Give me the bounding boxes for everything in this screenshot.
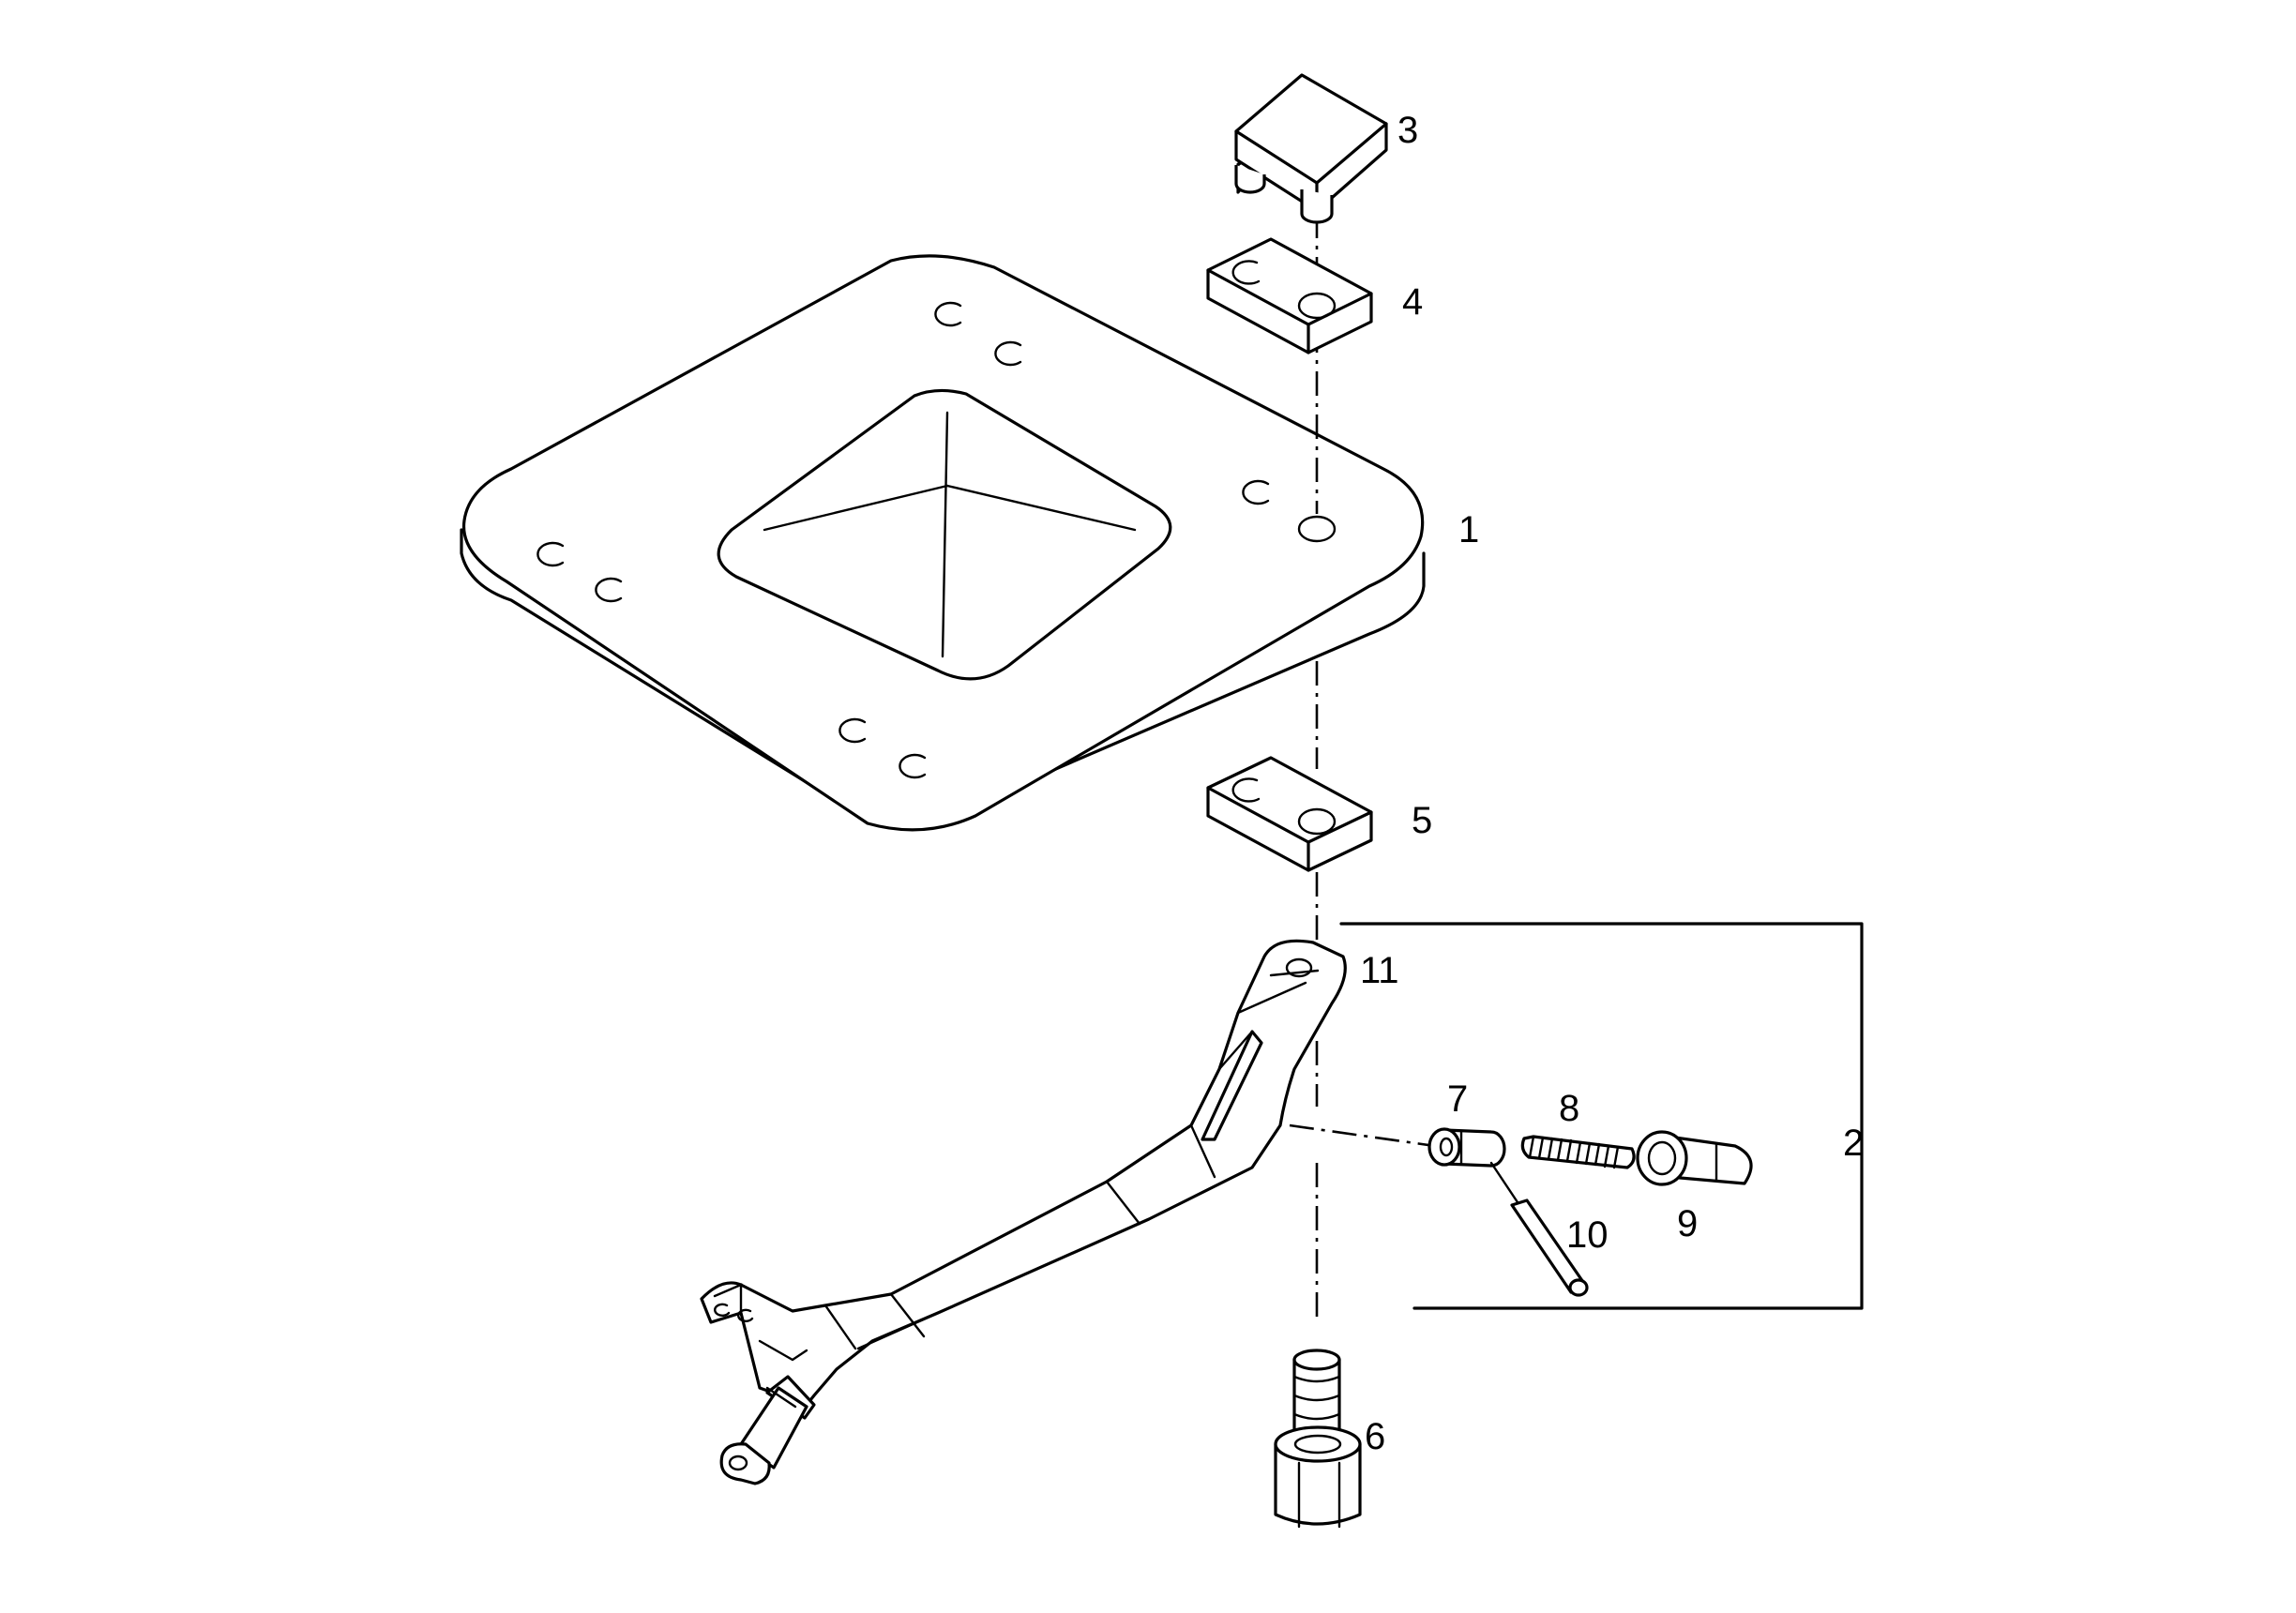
callout-11: 11 bbox=[1360, 950, 1399, 991]
callout-7: 7 bbox=[1447, 1078, 1468, 1120]
callout-6: 6 bbox=[1365, 1416, 1385, 1457]
callout-3: 3 bbox=[1397, 110, 1418, 151]
plate-holes bbox=[536, 301, 1337, 779]
assembly-axis-lines bbox=[1289, 214, 1436, 1322]
callout-9: 9 bbox=[1677, 1203, 1698, 1244]
assembly-bracket bbox=[1339, 922, 1864, 1310]
roll-pin bbox=[1510, 1198, 1589, 1297]
spring bbox=[1520, 1135, 1636, 1169]
callout-4: 4 bbox=[1402, 281, 1423, 323]
callout-8: 8 bbox=[1559, 1088, 1579, 1129]
sleeve bbox=[1636, 1130, 1753, 1186]
detent-pin bbox=[1427, 1127, 1521, 1207]
upper-spacer bbox=[1206, 237, 1373, 354]
shift-lever bbox=[700, 939, 1347, 1485]
callout-5: 5 bbox=[1412, 800, 1432, 841]
callout-2: 2 bbox=[1843, 1123, 1864, 1164]
bolt bbox=[1274, 1349, 1362, 1529]
callout-10: 10 bbox=[1566, 1214, 1609, 1256]
mounting-plate bbox=[460, 254, 1426, 832]
lower-spacer bbox=[1206, 756, 1373, 872]
callout-1: 1 bbox=[1458, 509, 1479, 550]
callout-labels: 1 2 3 4 5 6 7 8 9 10 11 bbox=[1360, 110, 1864, 1457]
cap-plug bbox=[1234, 73, 1388, 224]
